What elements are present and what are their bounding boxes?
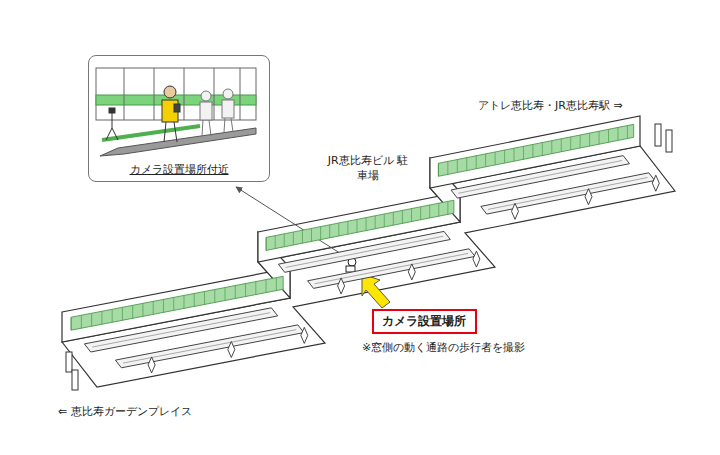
node-text: カメラ設置場所付近 [89,162,269,177]
window-mullion [402,210,403,223]
window-mullion [438,163,439,176]
bollard [228,342,235,358]
building-label: JR恵比寿ビル 駐車場 [326,154,410,184]
bollard [408,264,415,280]
window-mullion [532,144,533,157]
window-mullion [320,227,321,240]
window-mullion [375,216,376,229]
window-mullion [599,131,600,144]
window-mullion [329,225,330,238]
bollard [338,278,345,294]
window-band [71,276,283,330]
window-mullion [255,282,256,295]
window-mullion [173,297,174,310]
window-mullion [122,307,123,320]
window-mullion [194,293,195,306]
leader-arrow [236,187,346,257]
window-mullion [438,203,439,216]
window-mullion [276,278,277,291]
window-mullion [411,209,412,222]
window-mullion [214,290,215,303]
window-mullion [311,228,312,241]
bollard [585,189,592,205]
pointer-arrow [362,274,390,308]
destination-label: ⇐ 恵比寿ガーデンプレイス [58,405,192,420]
inset-frame: カメラ設置場所付近 [88,55,270,182]
window-mullion [504,150,505,163]
window-mullion [235,286,236,299]
window-mullion [514,148,515,161]
window-mullion [275,236,276,249]
window-mullion [142,303,143,316]
window-mullion [476,156,477,169]
moving-walkway [115,325,303,368]
moving-walkway [481,173,655,214]
window-mullion [393,212,394,225]
window-mullion [71,317,72,330]
window-mullion [266,280,267,293]
window-mullion [153,301,154,314]
window-mullion [447,201,448,214]
window-mullion [366,218,367,231]
window-mullion [266,237,267,250]
bollard [652,175,659,191]
window-mullion [617,127,618,140]
bollard [148,357,155,373]
walkway-handrail [123,330,296,363]
end-posts [66,124,672,390]
window-mullion [466,158,467,171]
window-mullion [485,154,486,167]
bollard [473,251,480,267]
window-mullion [608,129,609,142]
window-mullion [112,309,113,322]
window-mullion [356,219,357,232]
window-mullion [580,135,581,148]
window-mullion [627,126,628,139]
window-mullion [284,234,285,247]
window-mullion [384,214,385,227]
moving-walkway [308,249,476,289]
destination-label: アトレ恵比寿・JR恵比寿駅 ⇒ [478,99,623,114]
window-mullion [457,160,458,173]
node-text: カメラ設置場所 [382,313,467,330]
window-mullion [302,230,303,243]
moving-walkway [84,308,277,352]
walls [62,116,640,342]
bollard [512,203,519,219]
window-mullion [132,305,133,318]
walkway-handrail [315,253,469,283]
window-mullion [163,299,164,312]
window-mullion [225,288,226,301]
camera-location-box: カメラ設置場所 [372,309,477,334]
window-mullion [589,133,590,146]
window-mullion [338,223,339,236]
window-mullion [183,295,184,308]
window-mullion [429,205,430,218]
window-mullion [561,139,562,152]
window-mullion [91,313,92,326]
window-mullion [495,152,496,165]
window-mullion [245,284,246,297]
window-mullion [347,221,348,234]
window-mullion [204,292,205,305]
window-mullion [293,232,294,245]
window-mullion [551,141,552,154]
bollard [301,327,308,343]
window-mullion [542,143,543,156]
note-text: ※窓側の動く通路の歩行者を撮影 [362,341,525,356]
window-mullion [420,207,421,220]
inset-illustration [96,68,256,156]
window-mullion [523,146,524,159]
moving-walkway [451,156,630,199]
window-mullion [101,311,102,324]
window-mullion [81,315,82,328]
window-mullion [570,137,571,150]
walkway-details [71,124,659,373]
window-mullion [447,161,448,174]
walkway-floor [62,146,675,387]
walkway-handrail [488,178,648,210]
